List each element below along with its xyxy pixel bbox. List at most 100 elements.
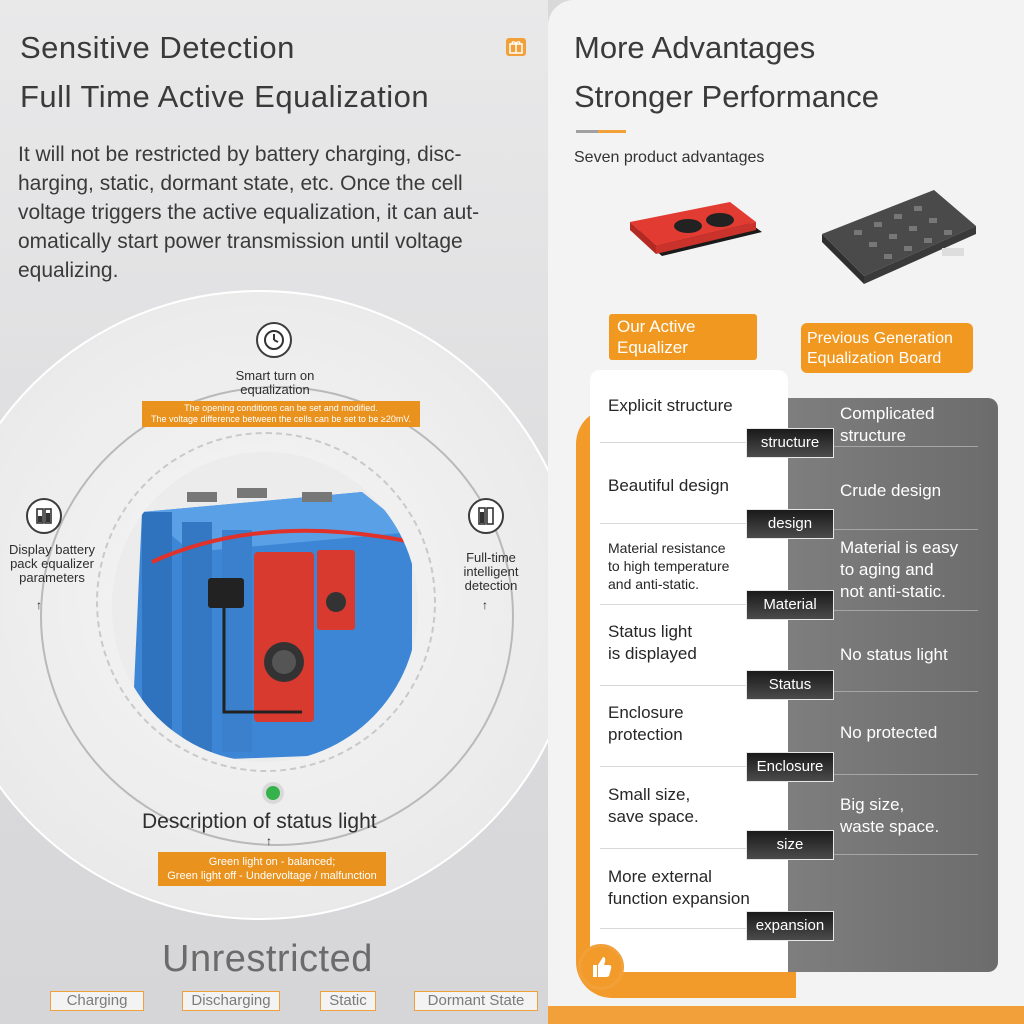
row-divider [600,928,748,929]
advantages-subtitle: Seven product advantages [574,149,765,166]
left-title-line1: Sensitive Detection [20,30,295,65]
cell-line: save space. [608,807,699,826]
arrow-up-icon: ↑ [482,598,488,612]
cell-line: and anti-static. [608,576,700,592]
category-pill: Status [746,670,834,700]
right-panel: More Advantages Stronger Performance Sev… [548,0,1024,1024]
row-divider [600,848,748,849]
paragraph-line: omatically start power transmission unti… [18,230,463,253]
outer-ring [40,386,514,846]
previous-cell: Material is easy to aging and not anti-s… [840,537,958,603]
status-light-icon [262,782,284,804]
battery-display-icon [26,498,62,534]
label-line: equalization [240,382,310,397]
category-pill: expansion [746,911,834,941]
our-equalizer-label: Our Active Equalizer [609,314,757,360]
cell-line: Enclosure [608,703,684,722]
cell-line: Explicit structure [608,396,733,415]
cell-line: No protected [840,723,938,742]
gift-icon [506,38,526,56]
previous-board-label: Previous Generation Equalization Board [801,323,973,373]
clock-icon [256,322,292,358]
row-divider [600,523,748,524]
category-pill: design [746,509,834,539]
cell-line: to high temperature [608,558,730,574]
paragraph-line: harging, static, dormant state, etc. Onc… [18,172,463,195]
label-line: Equalization Board [807,350,942,367]
cell-line: No status light [840,645,948,664]
unrestricted-heading: Unrestricted [162,938,373,980]
label-line: Full-time [466,550,516,565]
note-line: The opening conditions can be set and mo… [184,403,378,413]
previous-cell: Complicated structure [840,403,935,447]
paragraph-line: equalizing. [18,259,119,282]
cell-line: waste space. [840,817,940,836]
cell-line: Small size, [608,785,691,804]
previous-cell: No protected [840,722,937,744]
full-time-detection-label: Full-time intelligent detection [446,551,536,593]
label-line: intelligent [463,564,519,579]
right-title-line1: More Advantages [574,30,816,65]
product-photo [112,452,418,762]
status-light-note: Green light on - balanced; Green light o… [158,852,386,886]
row-divider [600,766,748,767]
right-title-line2: Stronger Performance [574,79,879,114]
tag-static: Static [320,991,376,1011]
ours-cell: Small size, save space. [608,784,699,828]
paragraph-line: voltage triggers the active equalization… [18,201,480,224]
row-divider [600,604,748,605]
note-line: Green light off - Undervoltage / malfunc… [167,870,377,882]
row-divider [600,685,748,686]
cell-line: is displayed [608,644,697,663]
cell-line: Crude design [840,481,942,500]
status-light-title: Description of status light [142,810,377,833]
cell-line: Big size, [840,795,905,814]
cell-line: structure [840,426,907,445]
left-title-line2: Full Time Active Equalization [20,79,430,114]
ours-cell: Status light is displayed [608,621,697,665]
row-divider [830,774,978,775]
row-divider [830,854,978,855]
note-line: The voltage difference between the cells… [150,414,412,424]
previous-cell: Big size, waste space. [840,794,939,838]
cell-line: Complicated [840,404,935,423]
label-line: parameters [19,570,85,585]
previous-board-image [814,180,982,292]
cell-line: Beautiful design [608,476,729,495]
label-line: detection [464,578,518,593]
row-divider [830,610,978,611]
arrow-up-icon: ↑ [36,598,42,612]
arrow-up-icon: ↑ [266,834,272,848]
cell-line: not anti-static. [840,582,946,601]
left-panel: Sensitive Detection Full Time Active Equ… [0,0,548,1024]
category-pill: structure [746,428,834,458]
cell-line: Material is easy [840,538,959,557]
cell-line: Status light [608,622,693,641]
label-line: Equalizer [617,338,688,357]
description-paragraph: It will not be restricted by battery cha… [18,140,538,285]
tag-dormant-state: Dormant State [414,991,538,1011]
our-equalizer-image [624,192,764,282]
ours-cell: Explicit structure [608,395,733,417]
label-line: Our Active [617,317,696,336]
category-pill: size [746,830,834,860]
tag-discharging: Discharging [182,991,280,1011]
title-underline-accent [598,130,626,133]
row-divider [830,529,978,530]
dashed-ring [96,432,436,772]
cell-line: More external [608,867,712,886]
cell-line: function expansion [608,889,750,908]
title-underline [576,130,598,133]
ours-cell: Material resistance to high temperature … [608,539,729,593]
battery-detection-icon [468,498,504,534]
display-parameters-label: Display battery pack equalizer parameter… [0,543,104,585]
row-divider [830,446,978,447]
cell-line: to aging and [840,560,934,579]
category-pill: Material [746,590,834,620]
smart-turn-on-label: Smart turn on equalization [210,369,340,397]
bottom-accent-bar [548,1006,1024,1024]
previous-cell: No status light [840,644,948,666]
ours-cell: Enclosure protection [608,702,684,746]
cell-line: protection [608,725,683,744]
previous-cell: Crude design [840,480,941,502]
